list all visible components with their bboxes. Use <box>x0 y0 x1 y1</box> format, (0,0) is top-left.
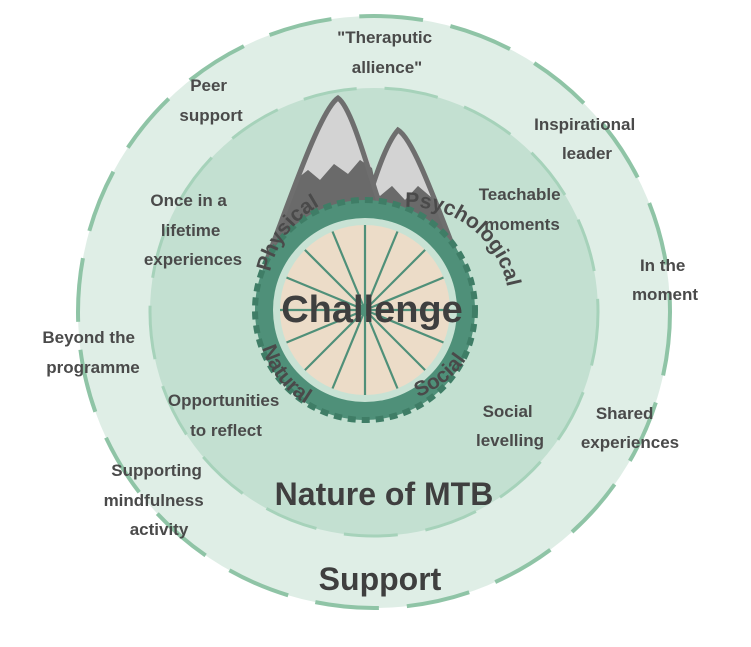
nature-of-mtb-title: Nature of MTB <box>275 476 494 512</box>
wheel-spoke <box>364 308 444 344</box>
support-ring-dashes <box>76 14 672 610</box>
mtb-item-social-levelling: Social levelling <box>476 402 544 450</box>
mtb-item-opportunities-to-reflect: Opportunities to reflect <box>168 391 284 440</box>
support-item-inspirational-leader: Inspirational leader <box>534 115 640 163</box>
support-item-beyond-the-programme: Beyond the programme <box>42 328 139 377</box>
wheel-spoke <box>364 309 426 371</box>
wheel-spoke <box>331 309 367 389</box>
support-item-supporting-mindfulness-activity: Supporting mindfulness activity <box>104 461 209 539</box>
wheel-spoke <box>331 231 367 311</box>
mtb-item-teachable-moments: Teachable moments <box>479 185 566 234</box>
wheel-spoke <box>363 309 399 389</box>
wheel-spoke <box>304 309 366 371</box>
support-title: Support <box>319 561 442 597</box>
wheel-spoke <box>286 308 366 344</box>
support-item-shared-experiences: Shared experiences <box>581 404 679 452</box>
support-item-in-the-moment: In the moment <box>632 256 698 304</box>
mtb-item-once-in-a-lifetime: Once in a lifetime experiences <box>144 191 242 269</box>
wheel-spoke <box>364 276 444 312</box>
wheel-spoke <box>286 276 366 312</box>
challenge-title: Challenge <box>281 289 463 331</box>
support-item-peer-support: Peer support <box>179 76 243 125</box>
nature-of-mtb-ring-dashes <box>148 86 600 538</box>
wheel-spoke <box>363 231 399 311</box>
wheel-spoke <box>364 249 426 311</box>
wheel-spoke <box>304 249 366 311</box>
support-item-therapeutic-alliance: "Theraputic allience" <box>337 28 437 77</box>
bike-wheel-icon <box>252 197 478 423</box>
